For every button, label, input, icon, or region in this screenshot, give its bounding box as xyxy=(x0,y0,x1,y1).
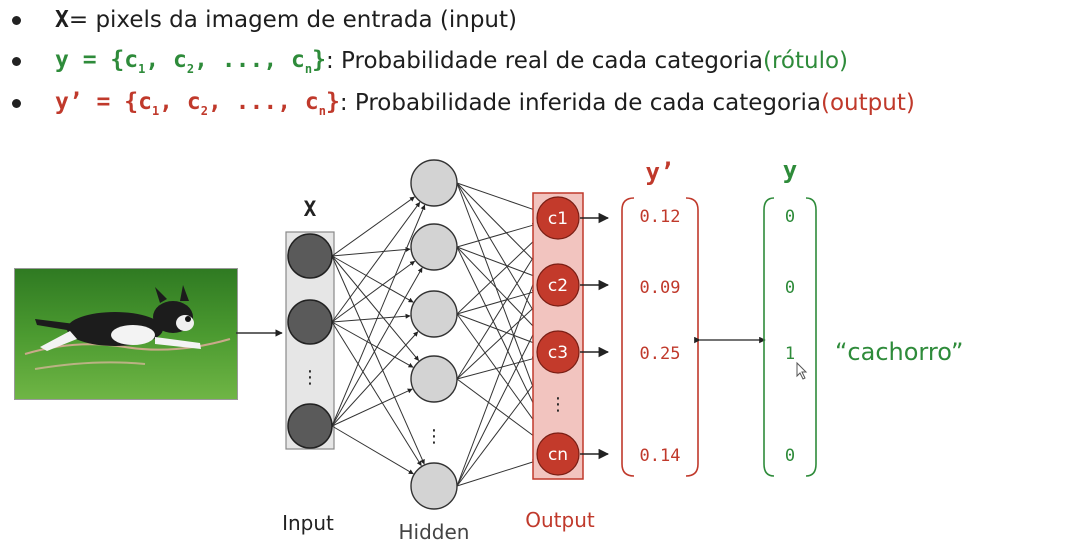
connection-edge xyxy=(331,267,423,427)
y-bracket-right xyxy=(805,197,817,477)
output-node-cn xyxy=(536,432,580,476)
output-node-c1 xyxy=(536,196,580,240)
output-node-c3 xyxy=(536,330,580,374)
hidden-ellipsis: ⋮ xyxy=(425,426,443,447)
yprime-bracket-left xyxy=(621,197,635,477)
layer-label-hidden: Hidden xyxy=(399,520,470,544)
input-node xyxy=(287,403,333,449)
dog-photo-art xyxy=(15,269,237,399)
connection-edge xyxy=(456,182,538,212)
y-value: 0 xyxy=(785,207,795,227)
bullet-x: X = pixels da imagem de entrada (input) xyxy=(12,0,517,40)
connection-edge xyxy=(331,321,414,368)
input-node xyxy=(287,299,333,345)
bullet-yprime: y’ = {c1, c2, ..., cn} : Probabilidade i… xyxy=(12,83,915,123)
connection-edge xyxy=(456,378,541,442)
hidden-node xyxy=(410,355,458,403)
bullet-dot xyxy=(12,15,21,25)
output-node-label: c1 xyxy=(548,209,568,229)
connection-edge xyxy=(331,204,426,427)
connection-edge xyxy=(456,236,547,380)
input-var-label: X xyxy=(304,197,317,221)
yprime-header: y’ xyxy=(646,158,675,186)
input-node xyxy=(287,233,333,279)
output-ellipsis: ⋮ xyxy=(549,394,567,415)
hidden-node xyxy=(410,159,458,207)
connection-edge xyxy=(456,369,546,487)
yprime-value: 0.25 xyxy=(640,344,681,364)
connection-edge xyxy=(331,260,416,323)
yprime-set: y’ = {c1, c2, ..., cn} xyxy=(55,88,340,118)
output-node-label: c3 xyxy=(548,343,568,363)
bullet-yprime-tag: (output) xyxy=(821,90,915,116)
bullet-y-text: : Probabilidade real de cada categoria xyxy=(325,48,763,74)
y-header: y xyxy=(783,156,797,184)
bullet-dot xyxy=(12,98,21,108)
output-node-label: c2 xyxy=(548,276,568,296)
connection-edge xyxy=(456,182,548,334)
class-label: “cachorro” xyxy=(835,338,963,366)
connection-edge xyxy=(331,247,411,257)
connection-edge xyxy=(456,246,544,337)
connection-edge xyxy=(456,356,538,380)
connection-edge xyxy=(456,289,538,315)
var-x: X xyxy=(55,7,69,33)
connection-edge xyxy=(456,313,538,346)
output-node-label: cn xyxy=(548,445,568,465)
yprime-value: 0.14 xyxy=(640,446,681,466)
connection-edge xyxy=(331,321,422,467)
dog-photo xyxy=(14,268,238,400)
connection-edge xyxy=(456,459,538,487)
connection-edge xyxy=(331,196,415,257)
connection-edge xyxy=(456,182,543,270)
y-bracket-left xyxy=(763,197,775,477)
connection-edge xyxy=(331,255,420,361)
bullet-y: y = {c1, c2, ..., cn} : Probabilidade re… xyxy=(12,41,848,81)
connection-edge xyxy=(456,232,543,315)
layer-label-input: Input xyxy=(282,511,334,535)
connection-edge xyxy=(331,388,413,427)
yprime-value: 0.09 xyxy=(640,278,681,298)
bullet-y-tag: (rótulo) xyxy=(762,48,849,74)
connection-edge xyxy=(331,331,419,427)
mouse-cursor-icon xyxy=(796,361,808,380)
output-node-c2 xyxy=(536,263,580,307)
bullet-dot xyxy=(12,56,21,66)
layer-label-output: Output xyxy=(525,508,595,532)
connection-edge xyxy=(331,255,414,303)
hidden-node xyxy=(410,462,458,510)
bullet-yprime-text: : Probabilidade inferida de cada categor… xyxy=(339,90,821,116)
y-value: 0 xyxy=(785,446,795,466)
yprime-bracket-right xyxy=(685,197,699,477)
y-set: y = {c1, c2, ..., cn} xyxy=(55,46,326,76)
bullet-x-text: = pixels da imagem de entrada (input) xyxy=(68,7,517,33)
connection-edge xyxy=(456,222,538,248)
connection-edge xyxy=(331,425,414,475)
connection-edge xyxy=(331,201,421,323)
y-value: 0 xyxy=(785,278,795,298)
hidden-node xyxy=(410,223,458,271)
yprime-value: 0.12 xyxy=(640,207,681,227)
connection-edge xyxy=(456,299,543,380)
connection-edge xyxy=(331,313,411,323)
input-ellipsis: ⋮ xyxy=(301,367,319,388)
y-value: 1 xyxy=(785,344,795,364)
connection-edge xyxy=(456,313,546,437)
connection-edge xyxy=(331,255,425,465)
hidden-node xyxy=(410,290,458,338)
